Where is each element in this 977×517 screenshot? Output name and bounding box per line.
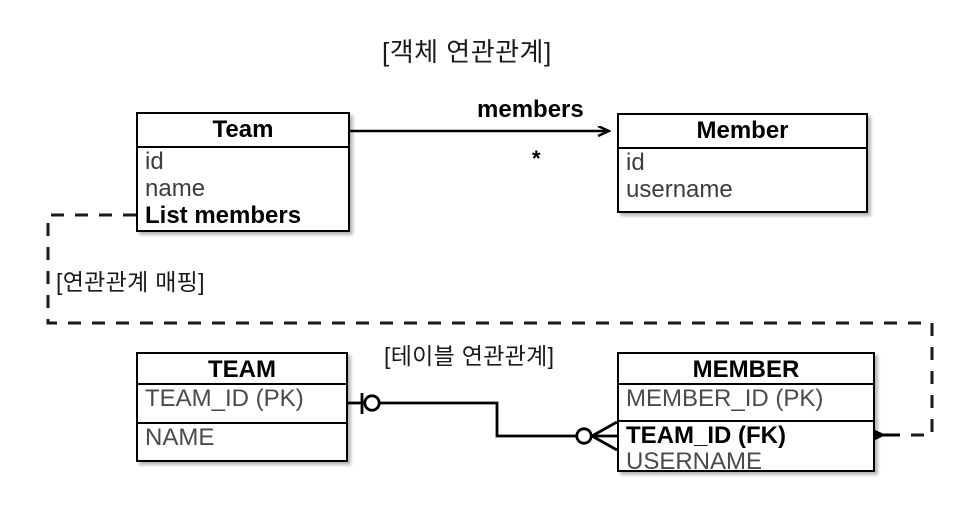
table-box-member[interactable]: MEMBER MEMBER_ID (PK) TEAM_ID (FK) USERN… [617,352,875,475]
attribute-team-id: id [145,148,164,175]
table-column-team-name: NAME [145,424,215,451]
crowsfoot-relationship-line [348,401,577,438]
class-name-member: Member [619,115,866,149]
class-attributes-team: id name List members [138,148,348,232]
table-column-member-username: USERNAME [626,448,763,476]
table-column-member-id-pk: MEMBER_ID (PK) [619,385,873,422]
table-column-team-id-fk: TEAM_ID (FK) [626,422,786,449]
class-name-team: Team [138,114,348,148]
cardinality-zero-or-many [575,420,618,452]
attribute-team-list-members: List members [145,201,302,229]
mapping-section-label: [연관관계 매핑] [56,269,205,295]
table-columns-team: TEAM_ID (PK) NAME [138,385,346,461]
table-column-group-fk-username: TEAM_ID (FK) USERNAME [619,422,873,478]
table-box-team[interactable]: TEAM TEAM_ID (PK) NAME [136,352,348,462]
attribute-member-id: id [626,149,645,176]
table-column-team-id-pk: TEAM_ID (PK) [138,385,346,424]
table-name-member: MEMBER [619,354,873,385]
table-section-title: [테이블 연관관계] [384,343,555,369]
class-box-team[interactable]: Team id name List members [136,112,350,232]
class-box-member[interactable]: Member id username [617,113,868,213]
attribute-member-username: username [626,175,733,203]
attribute-team-name: name [145,174,206,202]
cardinality-one-and-only-one [360,393,381,414]
association-multiplicity: * [532,146,541,171]
table-columns-member: MEMBER_ID (PK) TEAM_ID (FK) USERNAME [619,385,873,478]
association-label-members: members [477,96,584,123]
table-name-team: TEAM [138,354,346,385]
object-section-title: [객체 연관관계] [382,37,552,67]
class-attributes-member: id username [619,149,866,206]
